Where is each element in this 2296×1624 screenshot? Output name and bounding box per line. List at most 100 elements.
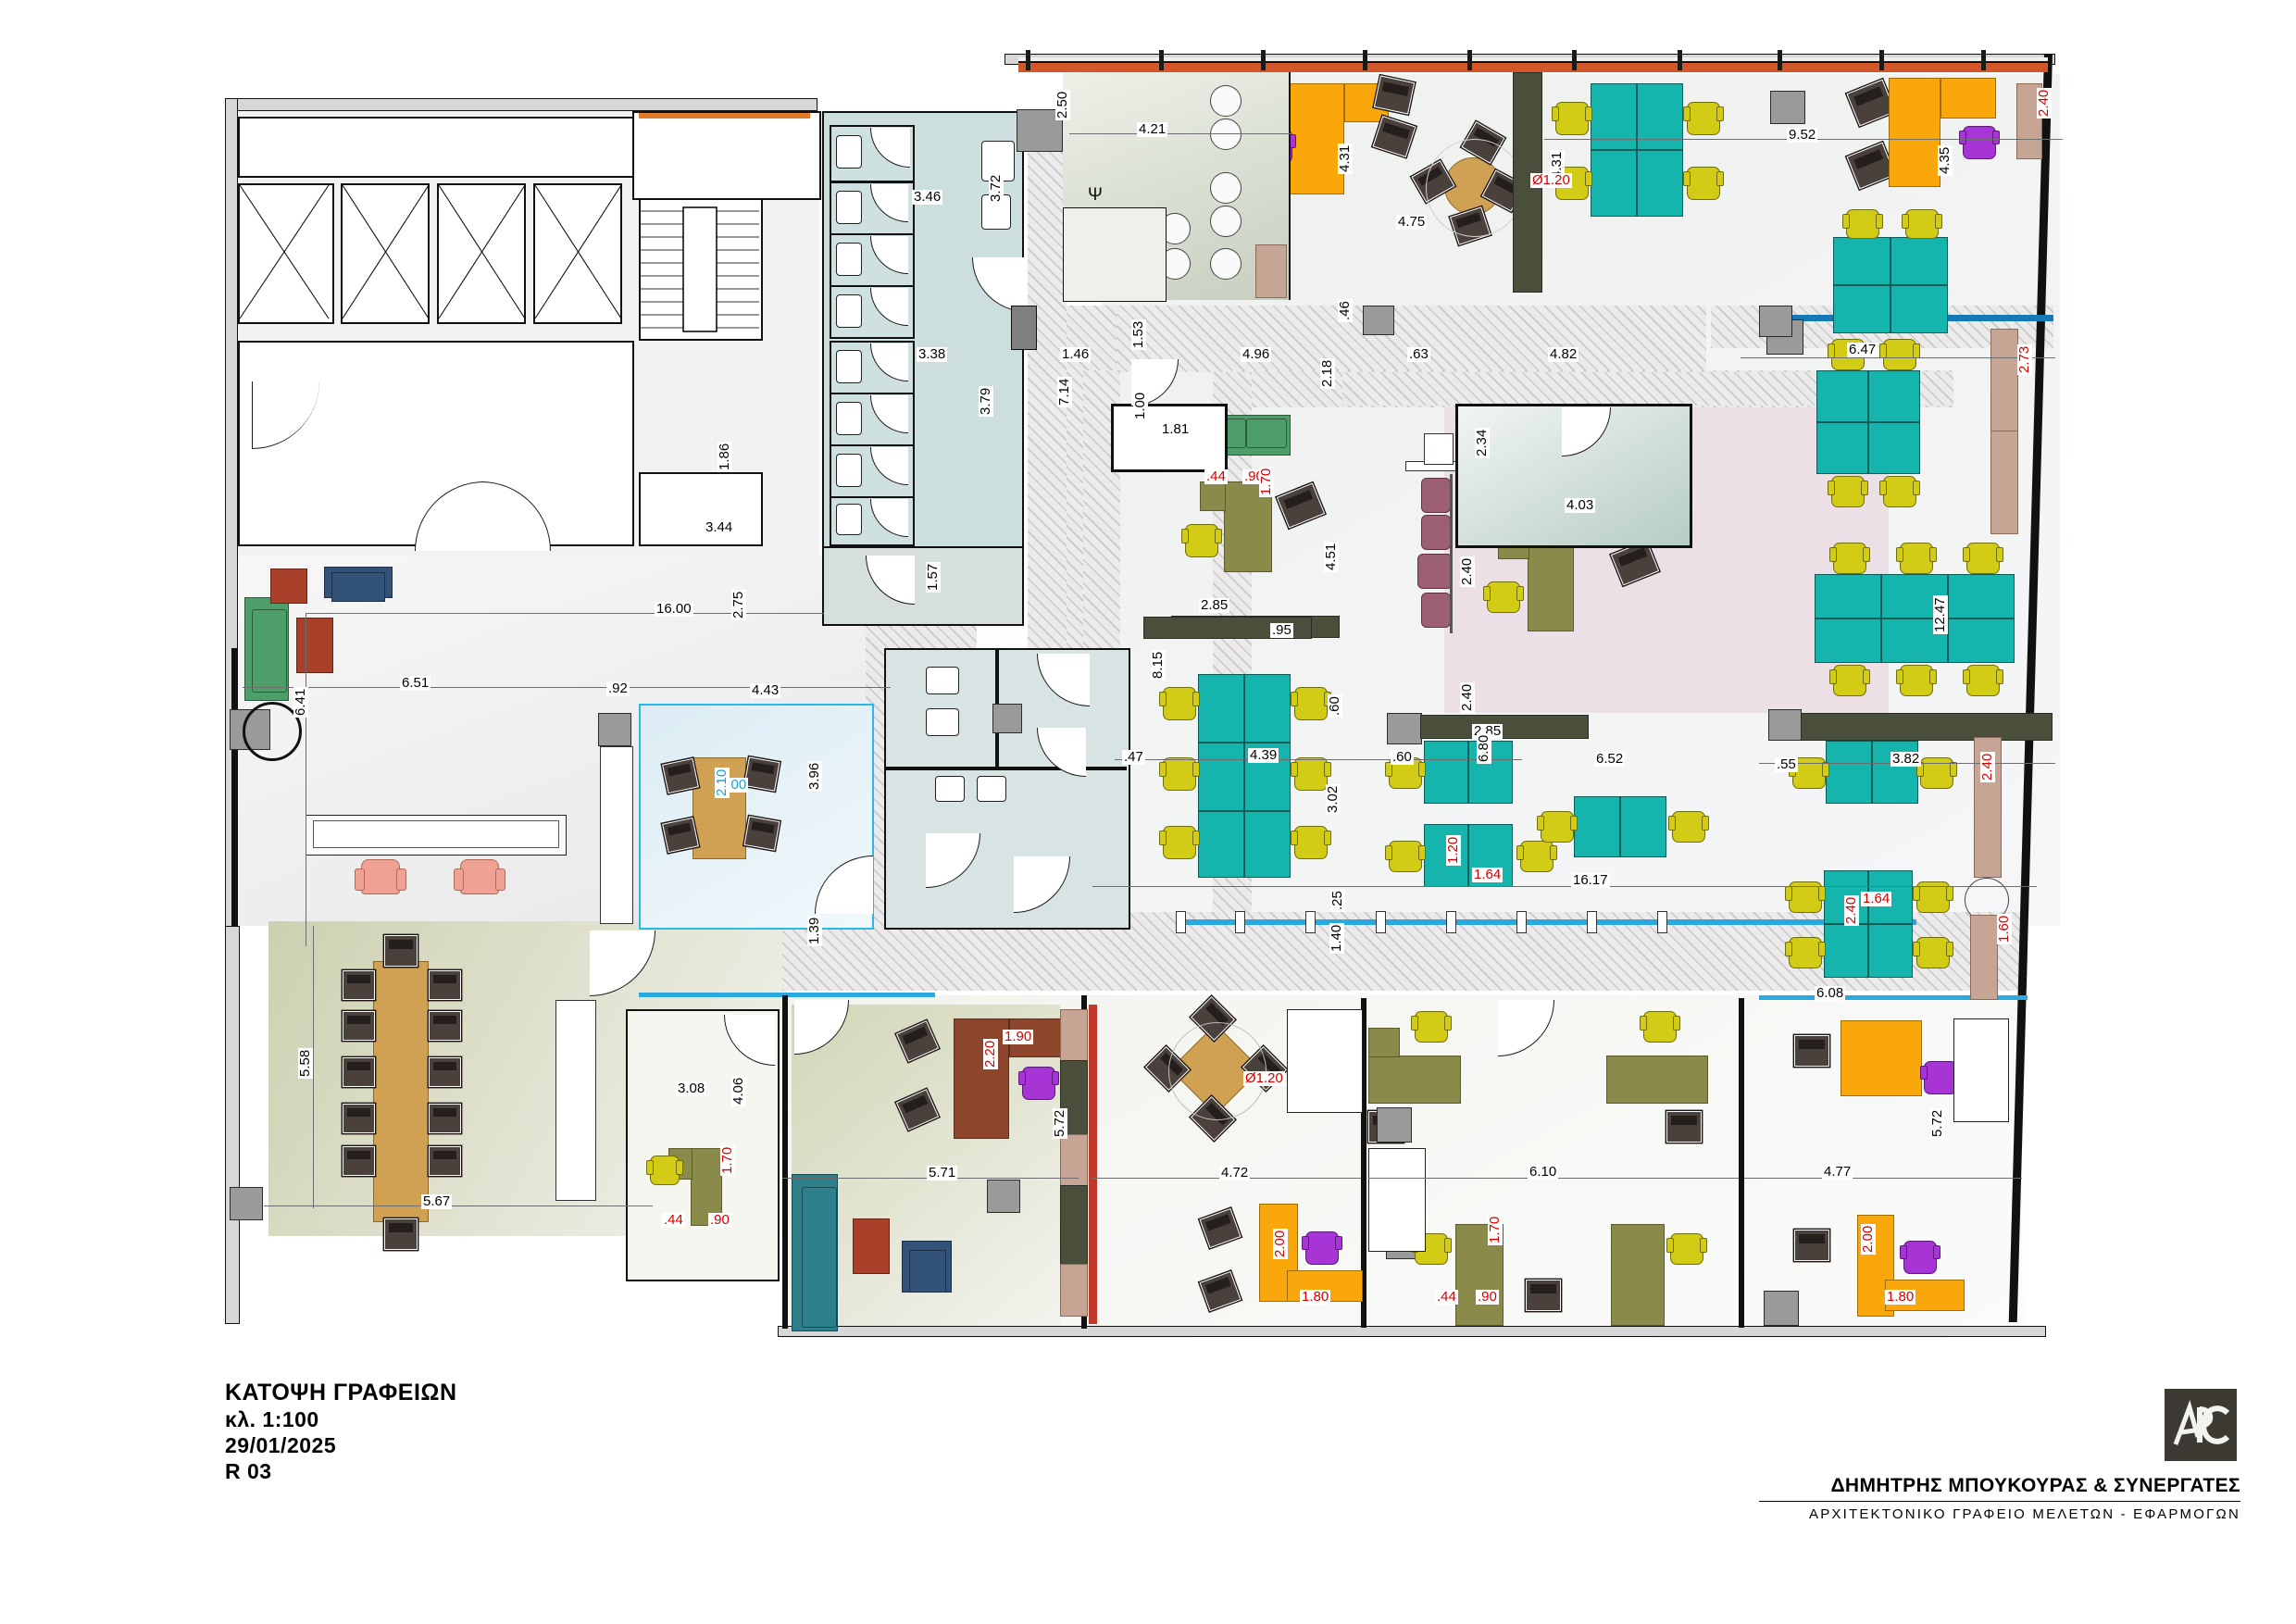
dimension-d_46: .46 [1337, 299, 1353, 322]
chair-mr-c1 [1829, 543, 1870, 574]
boardroom-chair-r2 [429, 1011, 461, 1041]
armchair-pink-2-arm-r [495, 868, 505, 891]
chair-mr-b4 [1879, 476, 1920, 507]
corridor-hatch-left-vert [1028, 111, 1067, 685]
chair-c-upper-right [1640, 1011, 1680, 1043]
bench-mr-d3 [1833, 285, 1890, 333]
desk-office-a-main [954, 1018, 1009, 1139]
bench-c2-1 [1424, 741, 1468, 804]
chair-mr-d2 [1902, 209, 1942, 239]
bench-mr-b2 [1868, 370, 1920, 422]
dimension-d_4_31: 4.31 [1337, 143, 1353, 174]
boardroom-chair-l1 [343, 970, 375, 1000]
dimension-d_5_71: 5.71 [927, 1165, 958, 1181]
chair-c-r2 [1291, 757, 1331, 791]
printer-center [1387, 713, 1422, 744]
desk-orange-tr-3 [1889, 78, 1940, 187]
desk-c-upper-return [1368, 1028, 1400, 1057]
chair-purple-b [1302, 1231, 1342, 1265]
dimline-v-5-58 [313, 926, 314, 1208]
exterior-wall-south [778, 1326, 2046, 1337]
chair-c-lower-right [1666, 1233, 1707, 1265]
partition-strip-a-top [1060, 1009, 1088, 1062]
desk-center-left-ret [1200, 481, 1226, 511]
bench-c4-2 [1620, 796, 1666, 857]
cluster-fixture-2 [926, 708, 959, 736]
cluster-fixture-1 [926, 667, 959, 694]
column-mid-2 [1759, 306, 1792, 337]
dimension-d_6_41: 6.41 [293, 686, 308, 718]
chair-purple-tr-2 [1959, 126, 2000, 159]
dimension-d_2_40c: 2.40 [1459, 681, 1475, 713]
cluster-column [992, 704, 1022, 733]
curtain-wall-north [1018, 61, 2048, 72]
stool-7 [1210, 248, 1242, 280]
bench-tr-a4 [1637, 150, 1683, 217]
drawing-scale: κλ. 1:100 [225, 1407, 319, 1431]
whiteboard-c [1368, 1148, 1426, 1252]
dimension-d_1_70: 1.70 [1258, 466, 1274, 497]
glazing-band-lower-right [1759, 995, 2028, 1000]
dimension-d_12_47: 12.47 [1932, 595, 1948, 634]
dimension-d_7_14: 7.14 [1056, 376, 1072, 407]
dimension-d_44b: .44 [662, 1212, 685, 1228]
chair-c4-1 [1537, 811, 1578, 843]
dimension-d_1_40: 1.40 [1329, 922, 1344, 954]
partition-dark-mr [1801, 713, 2053, 741]
meeting-chair-4 [743, 816, 780, 851]
chair-mr-c2 [1896, 543, 1937, 574]
bench-mr-e2 [1872, 741, 1918, 804]
chair-c4-2 [1668, 811, 1709, 843]
dimline-h-4-39 [1115, 759, 1522, 760]
boardroom-chair-r4 [429, 1104, 461, 1133]
toilet-fixture-4 [836, 294, 862, 328]
boardroom-chair-l5 [343, 1146, 375, 1176]
drawing-revision: R 03 [225, 1459, 272, 1483]
cabinet-mr-right-1 [1990, 329, 2018, 432]
dimension-d_1_39: 1.39 [806, 915, 822, 946]
dimension-d_2_20: 2.20 [982, 1038, 998, 1069]
partition-strip-a-3 [1060, 1185, 1088, 1266]
chair-br-f2 [1785, 937, 1826, 968]
dimension-d_2_75: 2.75 [730, 589, 746, 620]
dimension-d_4_43: 4.43 [750, 682, 781, 698]
boardroom-chair-r3 [429, 1057, 461, 1087]
dimension-d_2_00: 2.00 [1272, 1228, 1288, 1259]
dimension-d_4_06: 4.06 [730, 1075, 746, 1106]
partition-dark-center-2 [1420, 715, 1589, 739]
dimension-d_3_96: 3.96 [806, 760, 822, 792]
sofa-teal-cushion [802, 1187, 837, 1328]
dimension-d_1_20: 1.20 [1445, 834, 1461, 866]
glazing-d-right [1953, 1018, 2009, 1122]
chair-tr-a1 [1552, 102, 1592, 135]
stair-treads [641, 206, 759, 332]
dimline-h-4-21 [1069, 133, 1292, 134]
dimension-d_44: .44 [1204, 468, 1228, 484]
waiting-panel [1424, 433, 1454, 465]
kitchen-counter [1063, 207, 1167, 302]
stair-landing [639, 472, 763, 546]
armchair-pink-2 [460, 859, 499, 894]
dimension-d_1_64: 1.64 [1472, 867, 1504, 882]
dimension-d_3_02: 3.02 [1325, 783, 1341, 815]
drawing-title: ΚΑΤΟΨΗ ΓΡΑΦΕΙΩΝ [225, 1380, 457, 1405]
bench-c-5 [1198, 811, 1244, 878]
chair-c-upper [1411, 1011, 1452, 1043]
chair-mr-c4 [1829, 665, 1870, 696]
desk-c-upper [1368, 1056, 1461, 1104]
side-table-red-2 [270, 568, 307, 604]
dimline-h-6-51 [243, 687, 891, 688]
bench-mr-c4 [1815, 618, 1881, 663]
plant-room [632, 111, 821, 200]
dimension-d_1_46: 1.46 [1060, 346, 1092, 362]
dimension-d_4_77: 4.77 [1822, 1164, 1853, 1180]
toilet-fixture-6 [836, 402, 862, 435]
dimension-d_1_64b: 1.64 [1861, 891, 1892, 906]
bench-mr-d1 [1833, 237, 1890, 285]
chair-c3-1 [1385, 841, 1426, 872]
chair-tr-a4 [1683, 167, 1724, 200]
bench-tr-a1 [1591, 83, 1637, 150]
orange-trim-upper [639, 113, 810, 119]
visitor-chair-d1 [1794, 1035, 1829, 1067]
dimension-d_1_00: 1.00 [1132, 390, 1148, 421]
